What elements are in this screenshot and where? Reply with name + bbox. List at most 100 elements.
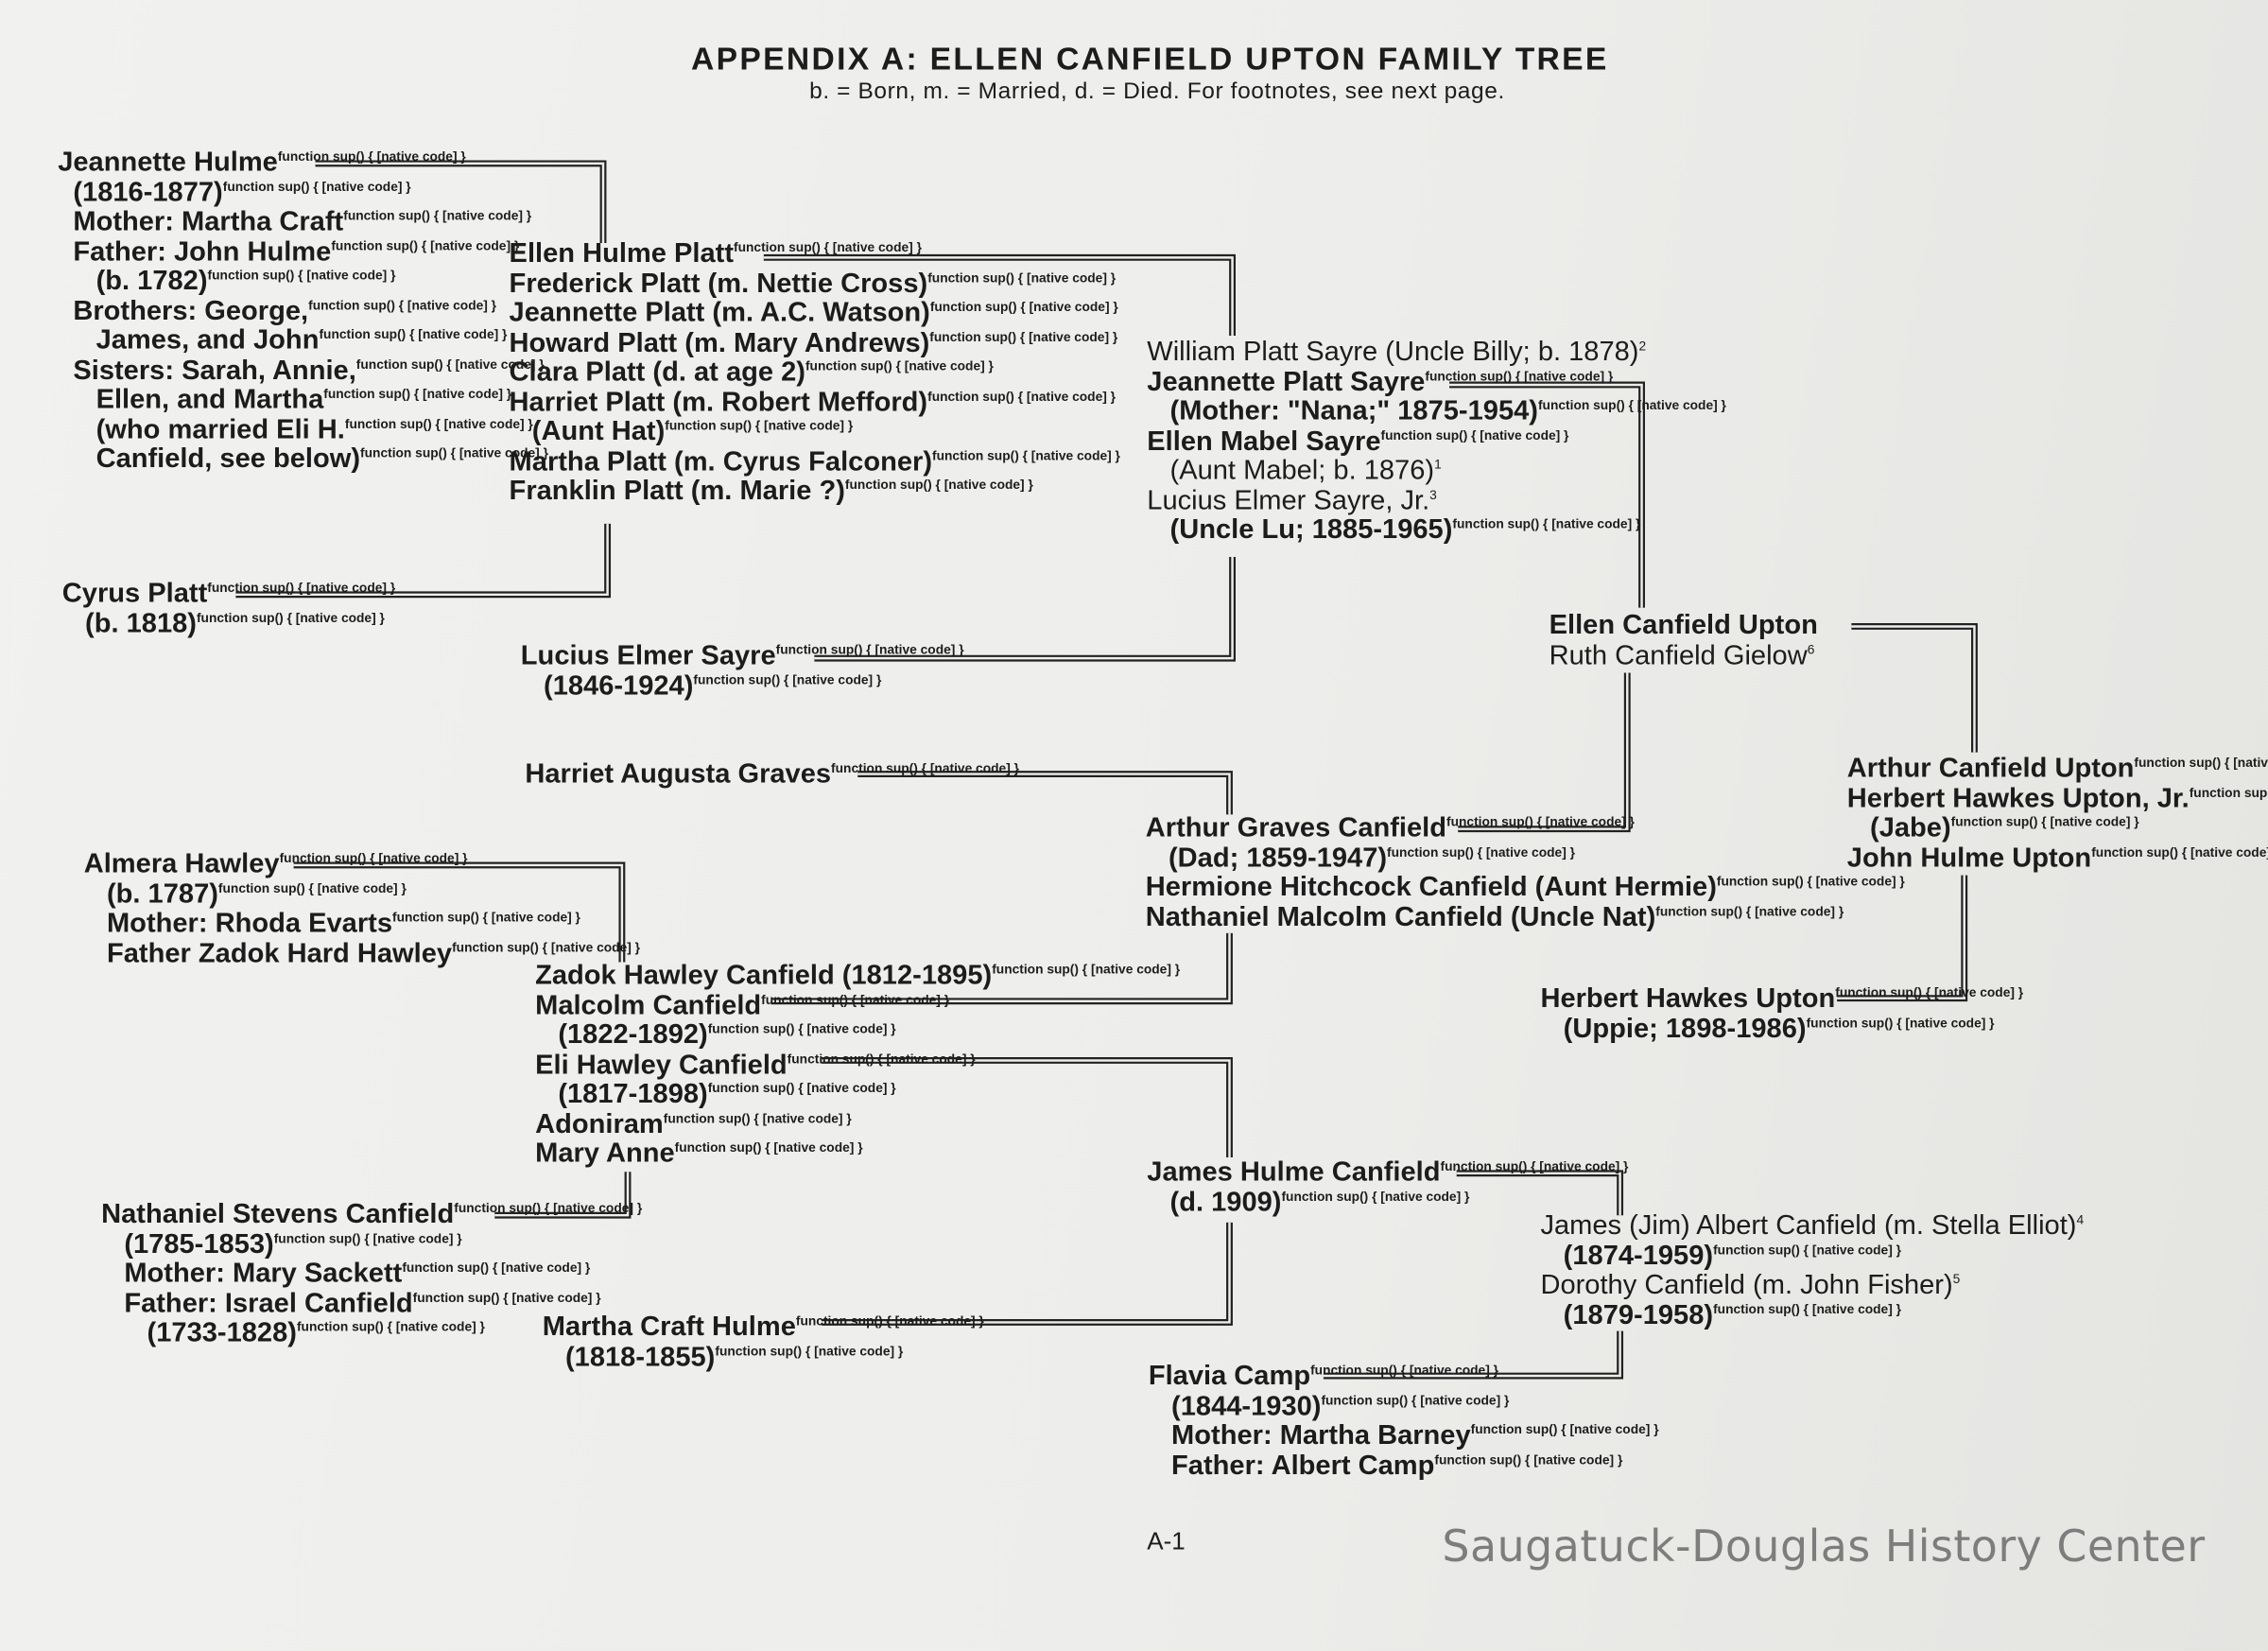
footnote-ref: function sup() { [native code] } (1387, 843, 1575, 860)
connector-line (1456, 1172, 1621, 1216)
entry-text: (1785-1853) (101, 1228, 274, 1260)
entry-line: Harriet Platt (m. Robert Mefford)functio… (509, 387, 1120, 418)
entry-text: Ruth Canfield Gielow (1549, 640, 1808, 671)
entry-line: (b. 1787)function sup() { [native code] … (84, 879, 640, 910)
footnote-ref: function sup() { [native code] } (844, 477, 1033, 493)
family-ellen-hulme-platt: Ellen Hulme Platt function sup() { [nativ… (509, 238, 1120, 507)
entry-text: (1818-1855) (542, 1342, 716, 1373)
footnote-ref: function sup() { [native code] } (331, 237, 520, 252)
entry-text: Mother: Martha Barney (1148, 1420, 1471, 1451)
footnote-ref: function sup() { [native code] } (929, 329, 1118, 344)
connector-line (822, 1059, 1231, 1157)
page-subtitle: b. = Born, m. = Married, d. = Died. For … (809, 79, 1505, 105)
entry-line: James Hulme Canfieldfunction sup() { [na… (1147, 1157, 1628, 1189)
entry-text: Harriet Platt (m. Robert Mefford) (509, 387, 928, 418)
footnote-ref: function sup() { [native code] } (279, 850, 468, 865)
page-number: A-1 (1147, 1527, 1186, 1555)
family-upton-children: Arthur Canfield Upton function sup() { [n… (1846, 754, 2268, 874)
connector-line (857, 773, 1231, 815)
connector-line (822, 1222, 1233, 1326)
person-martha-craft-hulme: Martha Craft Hulmefunction sup() { [nati… (542, 1312, 984, 1373)
entry-line: Flavia Campfunction sup() { [native code… (1149, 1362, 1659, 1392)
entry-text: (1844-1930) (1148, 1391, 1322, 1422)
entry-text: Arthur Canfield Upton (1846, 754, 2135, 785)
entry-text: Howard Platt (m. Mary Andrews) (509, 327, 930, 358)
entry-text: Father: Israel Canfield (101, 1288, 413, 1319)
entry-line: Adoniramfunction sup() { [native code] } (535, 1109, 1180, 1139)
entry-line: Lucius Elmer Sayre, Jr.3 (1147, 485, 1726, 516)
entry-text: Jeannette Platt Sayre (1147, 366, 1426, 397)
connector-line (235, 523, 609, 597)
entry-text: Ellen Hulme Platt (509, 238, 735, 269)
entry-line: Jeannette Platt Sayrefunction sup() { [n… (1147, 366, 1726, 397)
entry-text: Lucius Elmer Sayre, Jr. (1147, 485, 1430, 516)
entry-line: Ellen Canfield Upton (1550, 611, 1818, 641)
entry-line: Almera Hawleyfunction sup() { [native co… (84, 849, 640, 880)
footnote-ref: function sup() { [native code] } (273, 1230, 462, 1245)
entry-line: Franklin Platt (m. Marie ?)function sup(… (510, 477, 1120, 507)
entry-text: (Aunt Hat) (509, 416, 666, 447)
entry-text: James Hulme Canfield (1147, 1157, 1441, 1189)
footnote-ref: 2 (1638, 339, 1647, 354)
entry-line: (1785-1853)function sup() { [native code… (101, 1228, 642, 1260)
entry-text: Dorothy Canfield (m. John Fisher) (1540, 1270, 1953, 1301)
entry-line: Nathaniel Malcolm Canfield (Uncle Nat)fu… (1146, 902, 1905, 932)
footnote-ref: function sup() { [native code] } (927, 269, 1117, 285)
entry-line: Mother: Martha Craftfunction sup() { [na… (58, 207, 548, 237)
entry-text: Harriet Augusta Graves (525, 759, 832, 791)
person-lucius-elmer-sayre: Lucius Elmer Sayrefunction sup() { [nati… (520, 641, 964, 702)
footnote-ref: 1 (1434, 457, 1442, 472)
family-james-hulme-canfield-children: James (Jim) Albert Canfield (m. Stella E… (1540, 1211, 2084, 1330)
footnote-ref: function sup() { [native code] } (805, 358, 994, 374)
entry-line: Dorothy Canfield (m. John Fisher)5 (1540, 1270, 2084, 1301)
entry-text: (1846-1924) (520, 670, 694, 702)
footnote-ref: 5 (1952, 1271, 1961, 1287)
footnote-ref: function sup() { [native code] } (1310, 1363, 1499, 1378)
connector-line (770, 932, 1231, 1002)
entry-text: Nathaniel Stevens Canfield (101, 1199, 455, 1230)
entry-text: Sisters: Sarah, Annie, (58, 355, 356, 386)
entry-text: Hermione Hitchcock Canfield (Aunt Hermie… (1145, 872, 1717, 903)
footnote-ref: function sup() { [native code] } (2189, 785, 2268, 800)
family-sayre-children: William Platt Sayre (Uncle Billy; b. 187… (1147, 338, 1726, 547)
entry-line: (b. 1818)function sup() { [native code] … (61, 608, 395, 639)
entry-line: Herbert Hawkes Upton, Jr.function sup() … (1846, 783, 2268, 814)
footnote-ref: function sup() { [native code] } (344, 415, 533, 431)
footnote-ref: function sup() { [native code] } (2091, 843, 2268, 860)
entry-line: (1846-1924)function sup() { [native code… (520, 670, 964, 702)
entry-line: Arthur Canfield Uptonfunction sup() { [n… (1846, 754, 2268, 785)
footnote-ref: function sup() { [native code] } (454, 1200, 643, 1216)
connector-line (1837, 875, 1965, 999)
entry-text: Herbert Hawkes Upton, Jr. (1846, 783, 2190, 814)
connector-line (1458, 672, 1629, 830)
entry-line: Lucius Elmer Sayrefunction sup() { [nati… (521, 641, 964, 671)
footnote-ref: function sup() { [native code] } (360, 445, 548, 461)
footnote-ref: function sup() { [native code] } (663, 1110, 852, 1125)
connector-line (293, 863, 624, 963)
entry-line: (Dad; 1859-1947)function sup() { [native… (1146, 843, 1905, 874)
entry-text: Ellen Mabel Sayre (1147, 426, 1381, 457)
family-arthur-graves-canfield: Arthur Graves Canfieldfunction sup() { [… (1145, 813, 1905, 932)
entry-line: William Platt Sayre (Uncle Billy; b. 187… (1147, 338, 1726, 368)
footnote-ref: function sup() { [native code] } (207, 268, 396, 283)
watermark: Saugatuck-Douglas History Center (1442, 1521, 2206, 1573)
footnote-ref: function sup() { [native code] } (1452, 516, 1641, 531)
connector-line (822, 1222, 1231, 1324)
person-jeannette-hulme: Jeannette Hulmefunction sup() { [native … (58, 148, 548, 476)
entry-text: John Hulme Upton (1846, 843, 2092, 874)
footnote-ref: 6 (1807, 641, 1815, 656)
entry-line: Frederick Platt (m. Nettie Cross)functio… (510, 269, 1120, 299)
entry-text: Herbert Hawkes Upton (1540, 983, 1836, 1015)
entry-text: (b. 1818) (61, 608, 197, 639)
entry-line: (d. 1909)function sup() { [native code] … (1147, 1188, 1628, 1218)
entry-text: (1879-1958) (1540, 1299, 1714, 1330)
entry-line: Clara Platt (d. at age 2)function sup() … (510, 357, 1120, 388)
footnote-ref: function sup() { [native code] } (761, 991, 950, 1007)
entry-line: John Hulme Uptonfunction sup() { [native… (1846, 843, 2268, 874)
entry-line: Hermione Hitchcock Canfield (Aunt Hermie… (1145, 872, 1905, 903)
entry-text: Malcolm Canfield (535, 990, 762, 1021)
entry-text: Martha Craft Hulme (542, 1312, 796, 1343)
connector-line (1851, 623, 1978, 753)
entry-text: Mary Anne (535, 1138, 675, 1170)
